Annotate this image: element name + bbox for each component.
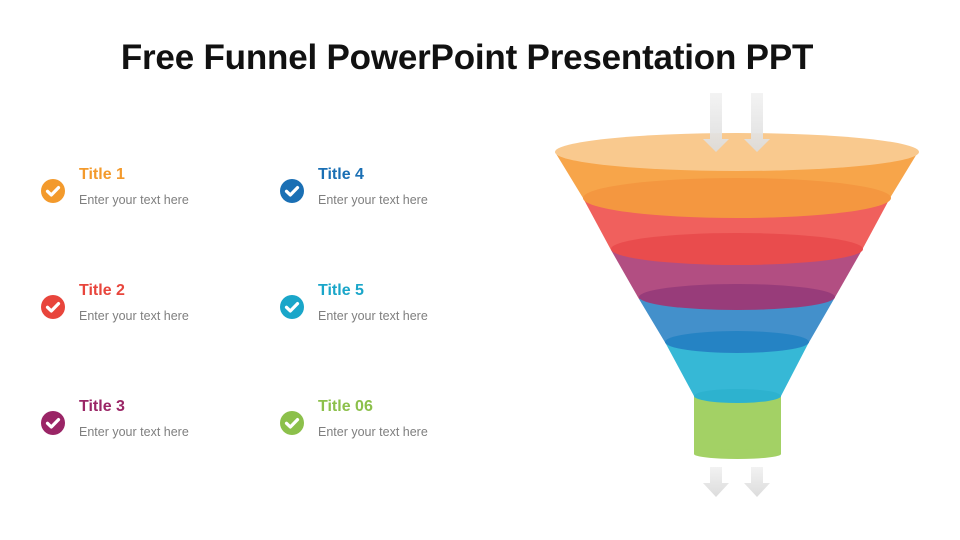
item-title: Title 4	[318, 166, 364, 183]
item-text: Enter your text here	[79, 309, 189, 323]
item-text: Enter your text here	[318, 193, 428, 207]
list-item-5: Title 5 Enter your text here	[280, 282, 500, 340]
item-title: Title 5	[318, 282, 364, 299]
list-item-6: Title 06 Enter your text here	[280, 398, 500, 456]
output-arrows	[703, 467, 770, 497]
item-title: Title 06	[318, 398, 373, 415]
funnel-top-ellipse	[555, 133, 919, 171]
item-title: Title 3	[79, 398, 125, 415]
down-arrow-icon	[744, 93, 770, 152]
item-text: Enter your text here	[79, 193, 189, 207]
input-arrows	[703, 93, 770, 152]
item-text: Enter your text here	[318, 425, 428, 439]
item-text: Enter your text here	[318, 309, 428, 323]
down-arrow-icon	[703, 467, 729, 497]
list-item-1: Title 1 Enter your text here	[41, 166, 261, 224]
list-item-4: Title 4 Enter your text here	[280, 166, 500, 224]
check-circle-icon	[280, 411, 304, 435]
funnel-layer-blue	[639, 284, 835, 344]
slide-title: Free Funnel PowerPoint Presentation PPT	[120, 38, 814, 77]
funnel-diagram	[555, 93, 919, 497]
check-circle-icon	[41, 295, 65, 319]
list-item-2: Title 2 Enter your text here	[41, 282, 261, 340]
funnel-layer-magenta	[611, 233, 863, 299]
check-circle-icon	[41, 179, 65, 203]
check-circle-icon	[280, 295, 304, 319]
list-item-3: Title 3 Enter your text here	[41, 398, 261, 456]
funnel-layer-cyan	[665, 331, 809, 396]
check-circle-icon	[41, 411, 65, 435]
down-arrow-icon	[744, 467, 770, 497]
funnel-layer-green	[694, 389, 781, 459]
item-text: Enter your text here	[79, 425, 189, 439]
check-circle-icon	[280, 179, 304, 203]
down-arrow-icon	[703, 93, 729, 152]
item-title: Title 1	[79, 166, 125, 183]
item-title: Title 2	[79, 282, 125, 299]
